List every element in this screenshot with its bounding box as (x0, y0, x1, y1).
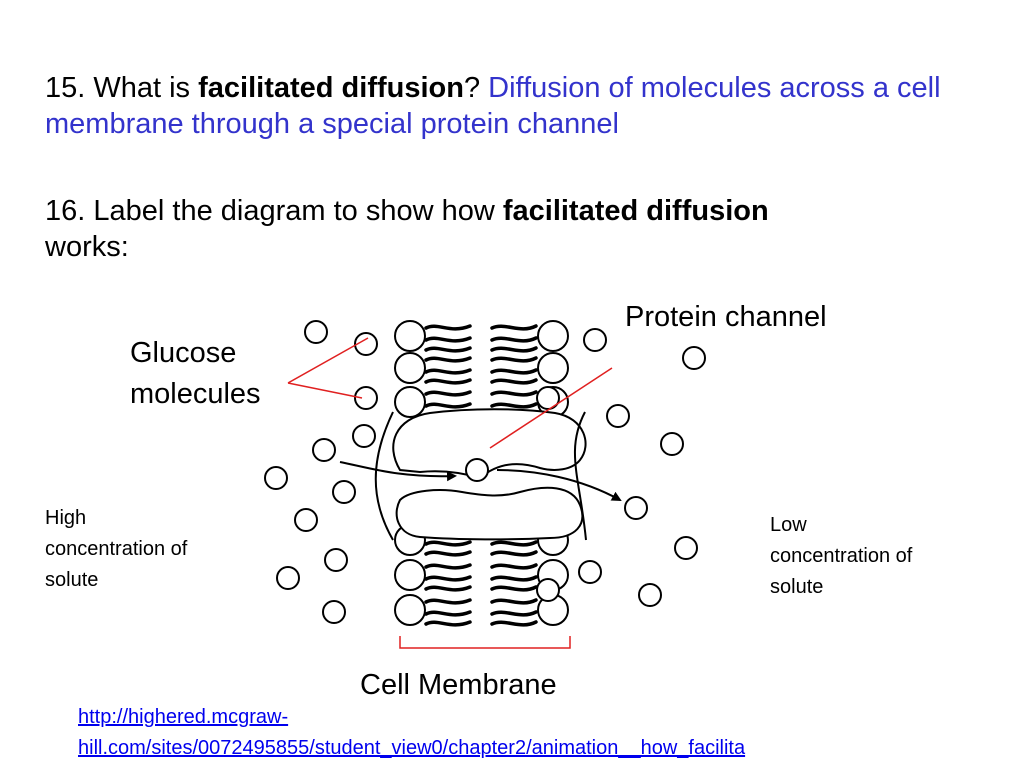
high-concentration-line2: concentration of (45, 538, 188, 560)
lipid-tail-left (424, 390, 472, 397)
lipid-tail-left (424, 585, 472, 592)
cell-membrane-bilayer (394, 320, 569, 627)
lipid-tail-left (424, 378, 472, 385)
lipid-tail-right (490, 620, 538, 627)
phospholipid-head-left (394, 559, 426, 591)
question-16-term: facilitated diffusion (502, 195, 769, 227)
exit-arrow (496, 469, 622, 501)
glucose-molecule (354, 332, 378, 356)
membrane-boundary-left (374, 411, 394, 541)
glucose-molecule (312, 438, 336, 462)
glucose-molecule (624, 496, 648, 520)
question-15: 15. What is facilitated diffusion? Diffu… (45, 70, 975, 142)
lipid-tail-right (490, 402, 538, 409)
lipid-tail-left (424, 620, 472, 627)
question-15-term: facilitated diffusion (198, 72, 464, 104)
label-pointers (287, 337, 613, 649)
glucose-molecule (660, 432, 684, 456)
phospholipid-head-left (394, 594, 426, 626)
lipid-tail-right (490, 540, 538, 547)
glucose-label-line1: Glucose (130, 337, 237, 369)
low-concentration-line2: concentration of (770, 545, 913, 567)
glucose-molecule (264, 466, 288, 490)
glucose-molecule (682, 346, 706, 370)
glucose-molecule (352, 424, 376, 448)
membrane-boundary-right (574, 411, 587, 541)
phospholipid-head-left (394, 386, 426, 418)
lipid-tail-left (424, 540, 472, 547)
protein-pointer (489, 367, 613, 449)
lipid-tail-left (424, 346, 472, 353)
glucose-label-line2: molecules (130, 378, 261, 410)
lipid-tail-left (424, 356, 472, 363)
phospholipid-head-left (394, 352, 426, 384)
protein-channel-label: Protein channel (625, 301, 827, 333)
glucose-molecule (332, 480, 356, 504)
lipid-tail-left (424, 368, 472, 375)
glucose-molecule (294, 508, 318, 532)
glucose-molecule (354, 386, 378, 410)
question-16: 16. Label the diagram to show how facili… (45, 193, 975, 265)
question-16-prefix: 16. Label the diagram to show how (45, 195, 503, 227)
phospholipid-head-left (394, 320, 426, 352)
glucose-molecule (638, 583, 662, 607)
lipid-tail-right (490, 324, 538, 331)
reference-link[interactable]: http://highered.mcgraw-hill.com/sites/00… (78, 702, 978, 764)
lipid-tail-left (424, 610, 472, 617)
entry-arrow (339, 461, 457, 482)
glucose-molecule (276, 566, 300, 590)
cell-membrane-label: Cell Membrane (360, 669, 557, 701)
phospholipid-head-right (537, 352, 569, 384)
reference-link-line1[interactable]: http://highered.mcgraw- (78, 706, 289, 728)
channel-glucose-molecule (465, 458, 489, 482)
lipid-tail-right (490, 563, 538, 570)
lipid-tail-left (424, 324, 472, 331)
lipid-tail-right (490, 346, 538, 353)
protein-upper-lobe (392, 408, 587, 480)
glucose-pointer-1 (287, 337, 369, 384)
lipid-tail-left (424, 336, 472, 343)
lipid-tail-left (424, 575, 472, 582)
lipid-tail-right (490, 575, 538, 582)
lipid-tail-right (490, 368, 538, 375)
question-16-suffix: works: (45, 231, 129, 263)
question-15-answer: Diffusion of molecules across a cell mem… (45, 72, 941, 140)
glucose-molecule (536, 578, 560, 602)
lipid-tail-left (424, 598, 472, 605)
glucose-molecule (583, 328, 607, 352)
phospholipid-head-right (537, 320, 569, 352)
low-concentration-line3: solute (770, 576, 824, 598)
glucose-molecule (606, 404, 630, 428)
lipid-tail-right (490, 598, 538, 605)
lipid-tail-right (490, 585, 538, 592)
lipid-tail-right (490, 356, 538, 363)
lipid-tail-right (490, 336, 538, 343)
lipid-tail-right (490, 610, 538, 617)
glucose-molecules (264, 320, 706, 624)
glucose-molecule (536, 386, 560, 410)
glucose-molecule (322, 600, 346, 624)
protein-lower-lobe (395, 486, 584, 541)
lipid-tail-right (490, 378, 538, 385)
high-concentration-line1: High (45, 507, 87, 529)
question-15-prefix: 15. What is (45, 72, 199, 104)
glucose-molecule (578, 560, 602, 584)
glucose-pointer-2 (287, 382, 363, 399)
lipid-tail-left (424, 563, 472, 570)
lipid-tail-right (490, 390, 538, 397)
glucose-molecule (304, 320, 328, 344)
lipid-tail-left (424, 402, 472, 409)
membrane-bracket (399, 636, 571, 649)
reference-link-line2[interactable]: hill.com/sites/0072495855/student_view0/… (78, 737, 746, 759)
question-15-mark: ? (463, 72, 481, 104)
protein-channel (392, 408, 587, 541)
low-concentration-line1: Low (770, 514, 807, 536)
glucose-molecule (674, 536, 698, 560)
lipid-tail-right (490, 550, 538, 557)
lipid-tail-left (424, 550, 472, 557)
glucose-molecule (324, 548, 348, 572)
high-concentration-line3: solute (45, 569, 99, 591)
